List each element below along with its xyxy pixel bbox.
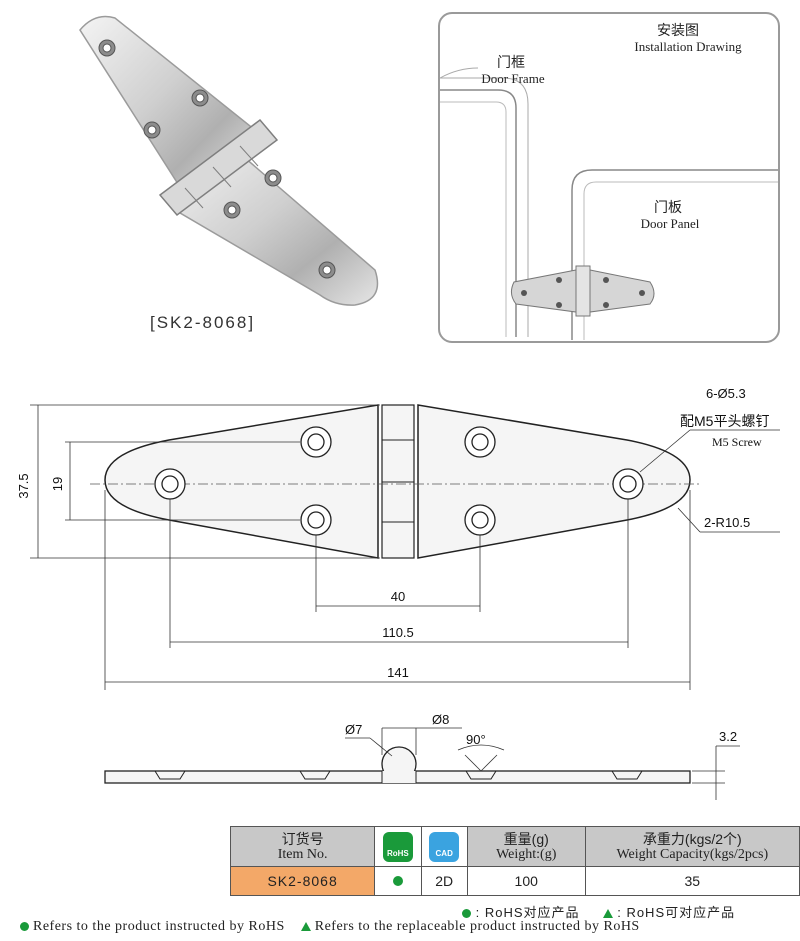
door-panel-en: Door Panel [641, 216, 700, 231]
rohs-dot-icon [20, 922, 29, 932]
cad-badge-icon: CAD [429, 831, 460, 862]
dim-length: 141 [387, 665, 409, 680]
hinge-knuckle [158, 118, 279, 217]
hole-note: 6-Ø5.3 [706, 386, 746, 401]
table-row: SK2-8068 2D 100 35 [229, 866, 800, 896]
dim-outer-holes: 110.5 [382, 625, 414, 640]
header-capacity: 承重力(kgs/2个) Weight Capacity(kgs/2pcs) [584, 826, 800, 867]
replaceable-triangle-icon [602, 909, 613, 919]
legend-cn: : RoHS对应产品 : RoHS可对应产品 [462, 902, 735, 921]
header-item-no: 订货号 Item No. [229, 826, 376, 867]
dim-hole-span: 19 [50, 477, 65, 491]
door-frame-en: Door Frame [481, 71, 544, 86]
header-rohs: RoHS [374, 826, 422, 867]
door-frame-cn: 门框 [497, 54, 525, 70]
install-title-cn: 安装图 [657, 22, 699, 38]
replaceable-triangle-icon [300, 922, 311, 932]
cell-rohs [374, 866, 422, 896]
hinge-outline [104, 404, 379, 559]
header-weight: 重量(g) Weight:(g) [466, 826, 586, 867]
cell-cad: 2D [420, 866, 468, 896]
dim-hole-spacing: 40 [391, 589, 405, 604]
door-frame-outline [440, 89, 517, 337]
screw-note-cn: 配M5平头螺钉 [680, 413, 769, 429]
installation-drawing: 安装图 Installation Drawing 门框 Door Frame 门… [439, 22, 778, 340]
radius-note: 2-R10.5 [704, 515, 750, 530]
spec-table: 订货号 Item No. RoHS CAD 重量(g) Weight:(g) 承… [229, 826, 800, 896]
product-code-label: [SK2-8068] [150, 313, 256, 332]
rohs-dot-icon [392, 876, 403, 886]
legend-en: Refers to the product instructed by RoHS… [20, 919, 640, 935]
dim-pin: Ø7 [345, 722, 362, 737]
dim-angle: 90° [466, 732, 486, 747]
top-view-drawing: 37.5 19 40 110.5 141 6-Ø5.3 配M5平头螺钉 M5 S… [16, 386, 780, 690]
cell-weight: 100 [466, 866, 586, 896]
rohs-badge-icon: RoHS [382, 831, 413, 862]
header-cad: CAD [420, 826, 468, 867]
install-title-en: Installation Drawing [634, 39, 742, 54]
door-panel-cn: 门板 [654, 199, 682, 215]
spec-table-header: 订货号 Item No. RoHS CAD 重量(g) Weight:(g) 承… [229, 826, 800, 867]
rohs-dot-icon [462, 909, 471, 919]
dim-thickness: 3.2 [719, 729, 737, 744]
side-view-drawing: Ø7 Ø8 90° 3.2 [104, 712, 740, 800]
door-panel-outline [571, 169, 778, 340]
install-hinge [510, 269, 577, 313]
screw-note-en: M5 Screw [712, 435, 762, 449]
cell-item-no: SK2-8068 [229, 866, 376, 896]
dim-knuckle: Ø8 [432, 712, 449, 727]
hinge-leaf-upper [79, 15, 257, 197]
cell-capacity: 35 [584, 866, 800, 896]
product-photo [79, 15, 379, 306]
dim-height: 37.5 [16, 473, 31, 498]
